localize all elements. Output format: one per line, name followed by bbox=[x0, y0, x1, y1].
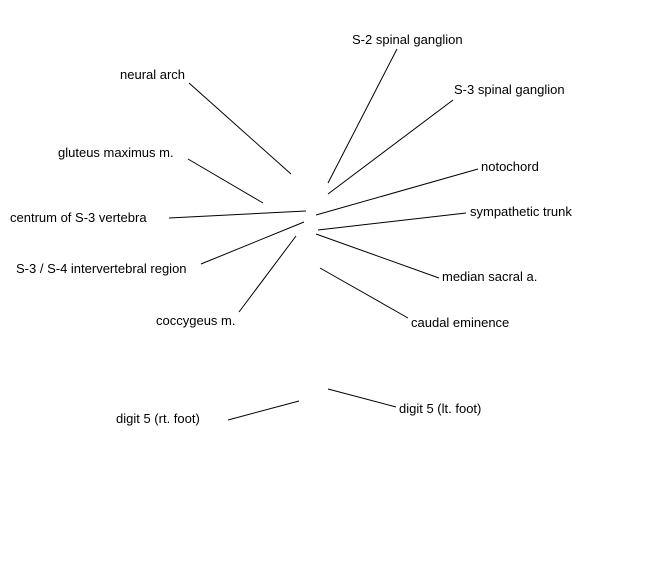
leader-line-notochord bbox=[315, 168, 479, 216]
leader-line-neural-arch bbox=[188, 82, 292, 175]
label-sympathetic-trunk: sympathetic trunk bbox=[470, 204, 572, 219]
label-coccygeus: coccygeus m. bbox=[156, 313, 235, 328]
leader-line-sympathetic-trunk bbox=[317, 212, 467, 231]
label-digit5-rt: digit 5 (rt. foot) bbox=[116, 411, 200, 426]
leader-line-caudal-eminence bbox=[319, 267, 409, 319]
label-s3-s4-intervertebral: S-3 / S-4 intervertebral region bbox=[16, 261, 187, 276]
label-caudal-eminence: caudal eminence bbox=[411, 315, 509, 330]
label-s3-spinal-ganglion: S-3 spinal ganglion bbox=[454, 82, 565, 97]
label-median-sacral: median sacral a. bbox=[442, 269, 537, 284]
leader-line-s3-s4-intervertebral bbox=[200, 221, 305, 265]
leader-line-digit5-rt bbox=[227, 400, 300, 421]
leader-line-digit5-lt bbox=[327, 388, 397, 408]
leader-line-median-sacral bbox=[315, 233, 440, 279]
leader-line-s3-spinal-ganglion bbox=[327, 99, 454, 195]
leader-line-s2-spinal-ganglion bbox=[327, 48, 398, 184]
label-s2-spinal-ganglion: S-2 spinal ganglion bbox=[352, 32, 463, 47]
label-gluteus-maximus: gluteus maximus m. bbox=[58, 145, 174, 160]
label-digit5-lt: digit 5 (lt. foot) bbox=[399, 401, 481, 416]
leader-line-centrum-s3 bbox=[168, 210, 307, 219]
label-centrum-s3: centrum of S-3 vertebra bbox=[10, 210, 147, 225]
leader-line-coccygeus bbox=[238, 235, 297, 313]
label-notochord: notochord bbox=[481, 159, 539, 174]
label-neural-arch: neural arch bbox=[120, 67, 185, 82]
leader-line-gluteus-maximus bbox=[187, 158, 264, 204]
